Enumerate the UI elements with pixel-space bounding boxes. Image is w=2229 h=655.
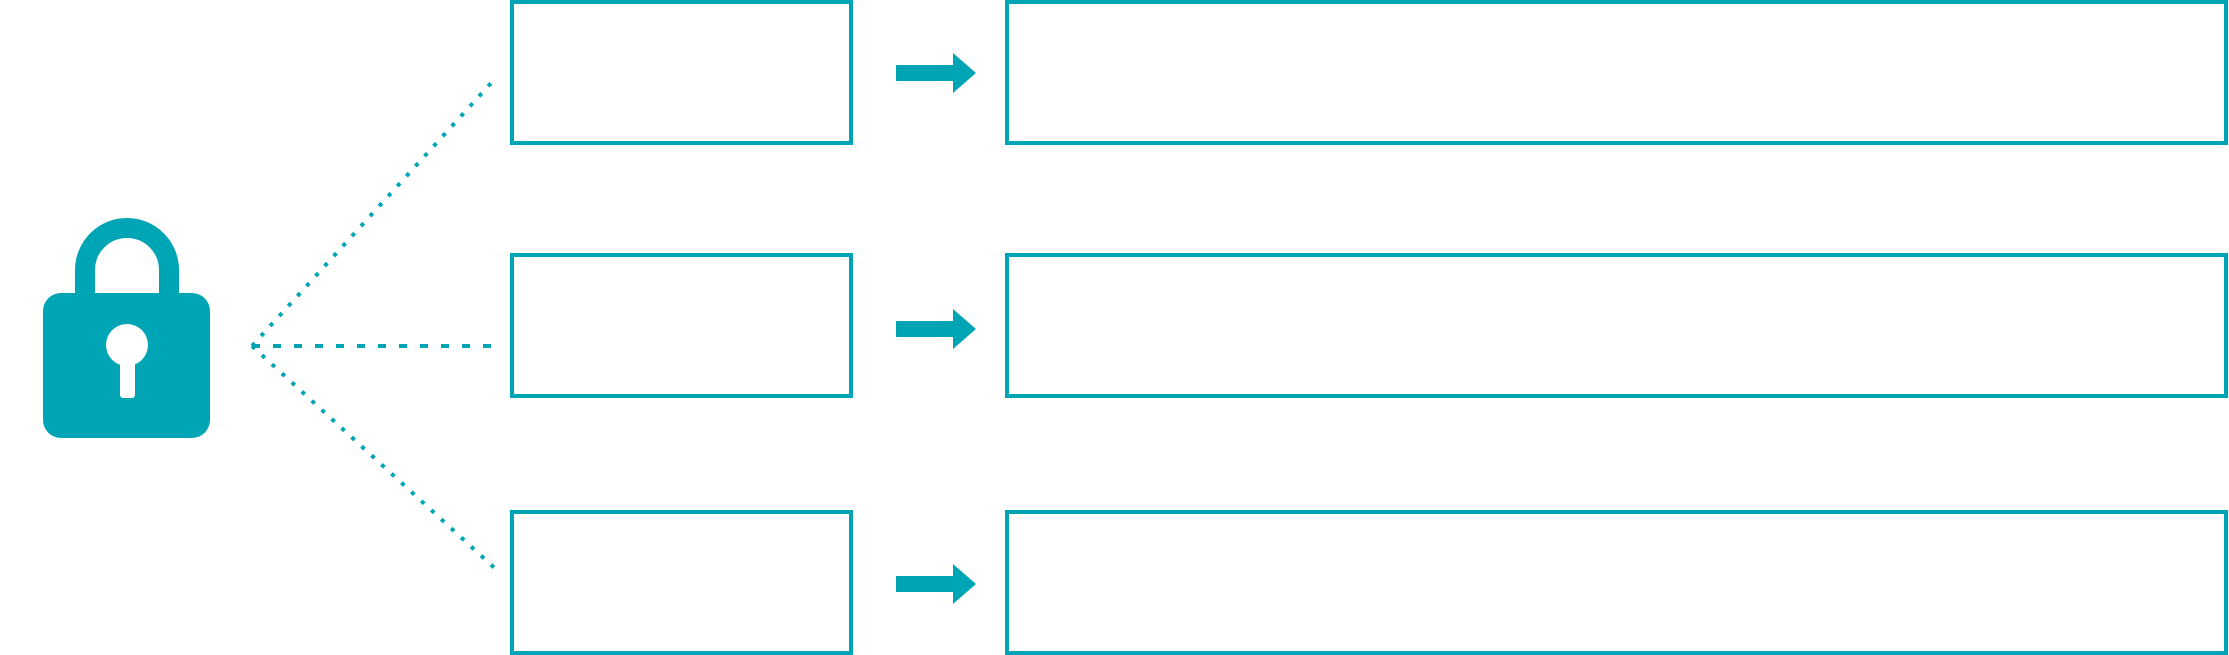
category-box-2	[510, 253, 853, 398]
arrow-right-shape	[896, 309, 976, 349]
arrow-right-shape	[896, 564, 976, 604]
category-box-1	[510, 0, 853, 145]
category-box-3	[510, 510, 853, 655]
lock-keyhole-circle	[106, 324, 148, 366]
detail-box-3	[1005, 510, 2228, 655]
detail-box-1	[1005, 0, 2228, 145]
detail-box-2	[1005, 253, 2228, 398]
connector-line-bottom	[250, 344, 502, 575]
arrow-right-shape	[896, 53, 976, 93]
lock-keyhole-stem	[120, 356, 135, 398]
arrow-right-icon	[896, 53, 976, 93]
lock-shackle	[75, 218, 179, 318]
arrow-right-icon	[896, 309, 976, 349]
arrow-right-icon	[896, 564, 976, 604]
connector-line-top	[250, 80, 494, 348]
lock-icon	[43, 218, 210, 438]
